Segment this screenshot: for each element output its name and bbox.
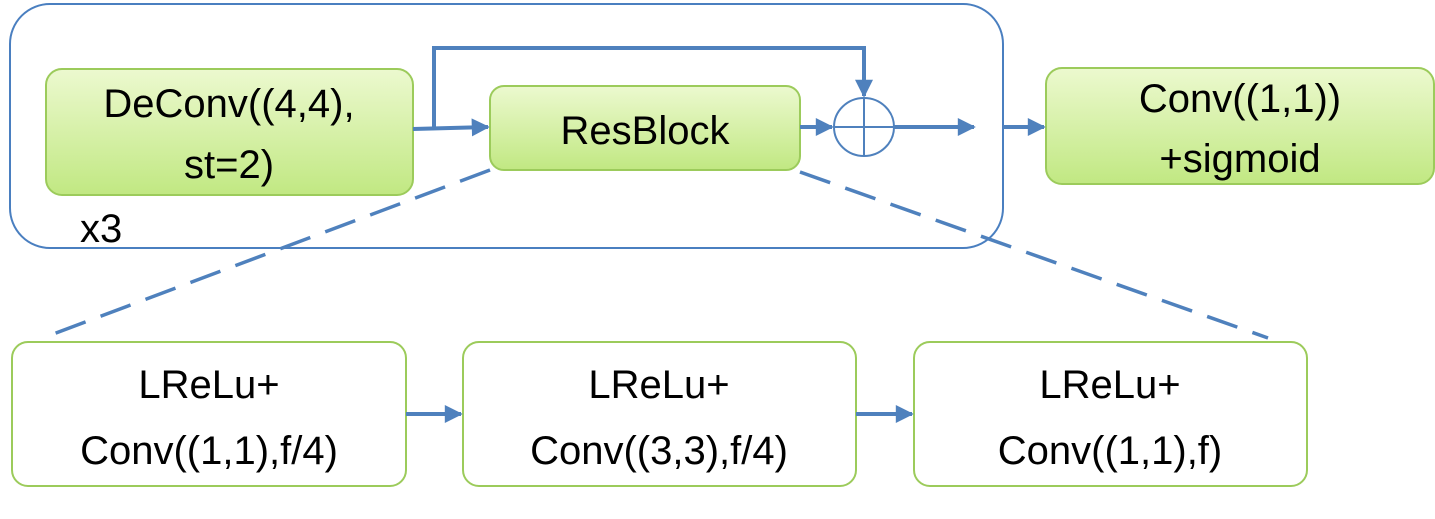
output-box	[1045, 67, 1435, 185]
output-label-line1: Conv((1,1))	[1139, 77, 1341, 121]
layer-3-box	[913, 341, 1308, 487]
resblock-node: ResBlock	[489, 85, 801, 171]
sum-node	[833, 97, 895, 157]
expansion-dashed-line-left	[47, 168, 491, 338]
output-node: Conv((1,1)) +sigmoid	[1045, 67, 1435, 185]
layer-1-label-line2: Conv((1,1),f/4)	[80, 429, 338, 473]
skip-connection-arrow	[432, 46, 873, 128]
resblock-layer-3: LReLu+ Conv((1,1),f)	[913, 341, 1308, 487]
expansion-dashed-line-right	[799, 170, 1269, 340]
resblock-label: ResBlock	[561, 109, 731, 153]
deconv-box	[45, 68, 414, 196]
arrow-deconv-to-resblock	[412, 118, 490, 137]
layer-3-label-line1: LReLu+	[1039, 363, 1180, 407]
resblock-layer-2: LReLu+ Conv((3,3),f/4)	[462, 341, 857, 487]
output-label-line2: +sigmoid	[1159, 137, 1320, 181]
deconv-node: DeConv((4,4), st=2)	[45, 68, 414, 196]
layer-3-label-line2: Conv((1,1),f)	[998, 429, 1223, 473]
deconv-label-line1: DeConv((4,4),	[103, 82, 354, 126]
repeat-count-label: x3	[80, 207, 122, 251]
resblock-layer-1: LReLu+ Conv((1,1),f/4)	[11, 341, 407, 487]
deconv-label-line2: st=2)	[184, 143, 274, 187]
layer-2-label-line2: Conv((3,3),f/4)	[530, 429, 788, 473]
layer-2-label-line1: LReLu+	[588, 363, 729, 407]
layer-1-label-line1: LReLu+	[138, 363, 279, 407]
